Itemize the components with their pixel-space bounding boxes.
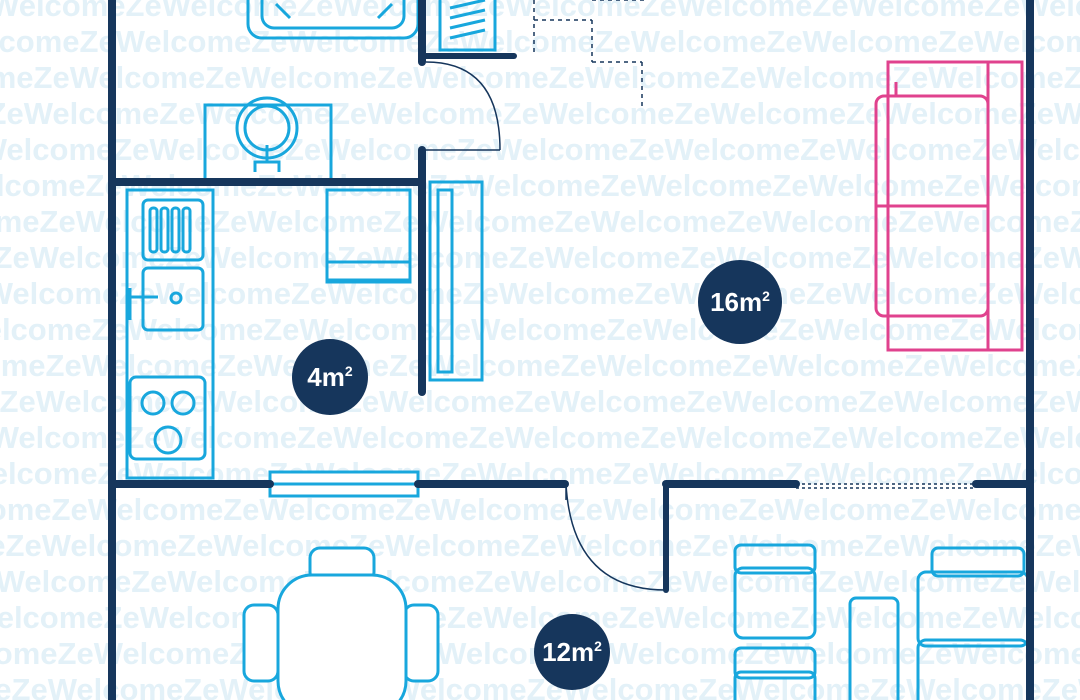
- area-value-dining: 12: [542, 637, 571, 667]
- watermark-row: WelcomeZeWelcomeZeWelcomeZeWelcomeZeWelc…: [0, 528, 1080, 563]
- walls: [108, 0, 1034, 700]
- watermark-row: WelcomeZeWelcomeZeWelcomeZeWelcomeZeWelc…: [0, 96, 1080, 131]
- area-badge-kitchen: 4m2: [292, 339, 368, 415]
- area-badge-living: 16m2: [698, 260, 782, 344]
- watermark-row: WelcomeZeWelcomeZeWelcomeZeWelcomeZeWelc…: [0, 420, 1080, 455]
- svg-text:16m2: 16m2: [710, 287, 770, 317]
- watermark-row: WelcomeZeWelcomeZeWelcomeZeWelcomeZeWelc…: [0, 60, 1080, 95]
- watermark-row: WelcomeZeWelcomeZeWelcomeZeWelcomeZeWelc…: [0, 132, 1080, 167]
- watermark-row: WelcomeZeWelcomeZeWelcomeZeWelcomeZeWelc…: [0, 384, 1080, 419]
- cabinet-door: [325, 260, 412, 284]
- watermark-row: WelcomeZeWelcomeZeWelcomeZeWelcomeZeWelc…: [0, 600, 1080, 635]
- watermark-row: WelcomeZeWelcomeZeWelcomeZeWelcomeZeWelc…: [0, 672, 1080, 700]
- kitchen-cabinet: [325, 188, 412, 282]
- area-value-living: 16: [710, 287, 739, 317]
- watermark-row: WelcomeZeWelcomeZeWelcomeZeWelcomeZeWelc…: [0, 24, 1080, 59]
- svg-text:4m2: 4m2: [307, 362, 353, 392]
- area-badge-dining: 12m2: [534, 614, 610, 690]
- dishwasher: [141, 198, 205, 262]
- watermark-row: WelcomeZeWelcomeZeWelcomeZeWelcomeZeWelc…: [0, 276, 1080, 311]
- watermark-row: WelcomeZeWelcomeZeWelcomeZeWelcomeZeWelc…: [0, 0, 1080, 23]
- kitchen-sink: [128, 266, 205, 332]
- stair-lines: [533, 0, 648, 108]
- wardrobe: [428, 180, 484, 382]
- watermark-row: WelcomeZeWelcomeZeWelcomeZeWelcomeZeWelc…: [0, 564, 1080, 599]
- kitchen-counter: [125, 188, 215, 480]
- stove: [128, 375, 207, 461]
- area-value-kitchen: 4: [307, 362, 322, 392]
- svg-text:12m2: 12m2: [542, 637, 602, 667]
- sofa: [874, 60, 1024, 352]
- towel-radiator: [438, 0, 497, 52]
- door-swings: [422, 61, 976, 591]
- dining-table: [242, 546, 440, 700]
- watermark-row: WelcomeZeWelcomeZeWelcomeZeWelcomeZeWelc…: [0, 492, 1080, 527]
